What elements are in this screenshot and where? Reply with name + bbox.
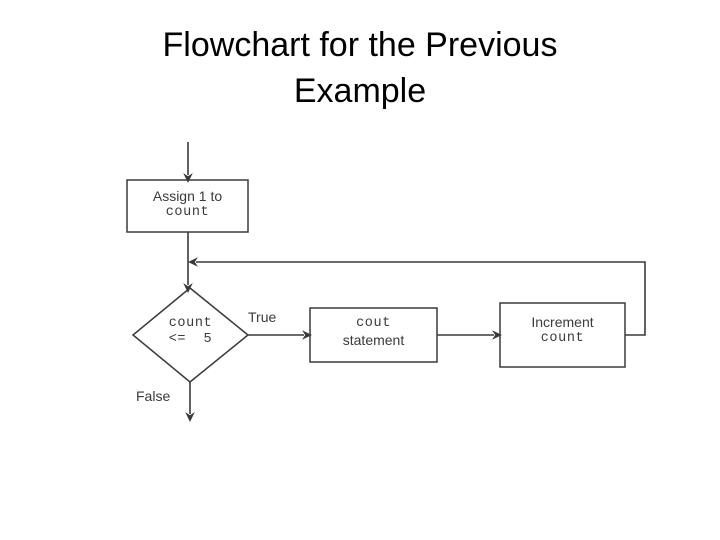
node-increment-box [499, 302, 626, 368]
edge-entry-arrowhead [183, 173, 193, 183]
edge-condition-to-cout-arrowhead [302, 330, 312, 340]
page-title: Flowchart for the Previous Example [162, 26, 558, 110]
edge-increment-loop-back-arrowhead [188, 257, 198, 267]
node-assign-box [126, 179, 249, 233]
edge-assign-to-condition-arrowhead [183, 283, 193, 293]
edge-condition-to-exit-arrowhead [185, 412, 195, 422]
edge-increment-loop-back-line [196, 261, 646, 336]
edge-cout-to-increment-arrowhead [492, 330, 502, 340]
node-cout-box [309, 307, 438, 363]
node-condition-diamond [131, 287, 250, 383]
